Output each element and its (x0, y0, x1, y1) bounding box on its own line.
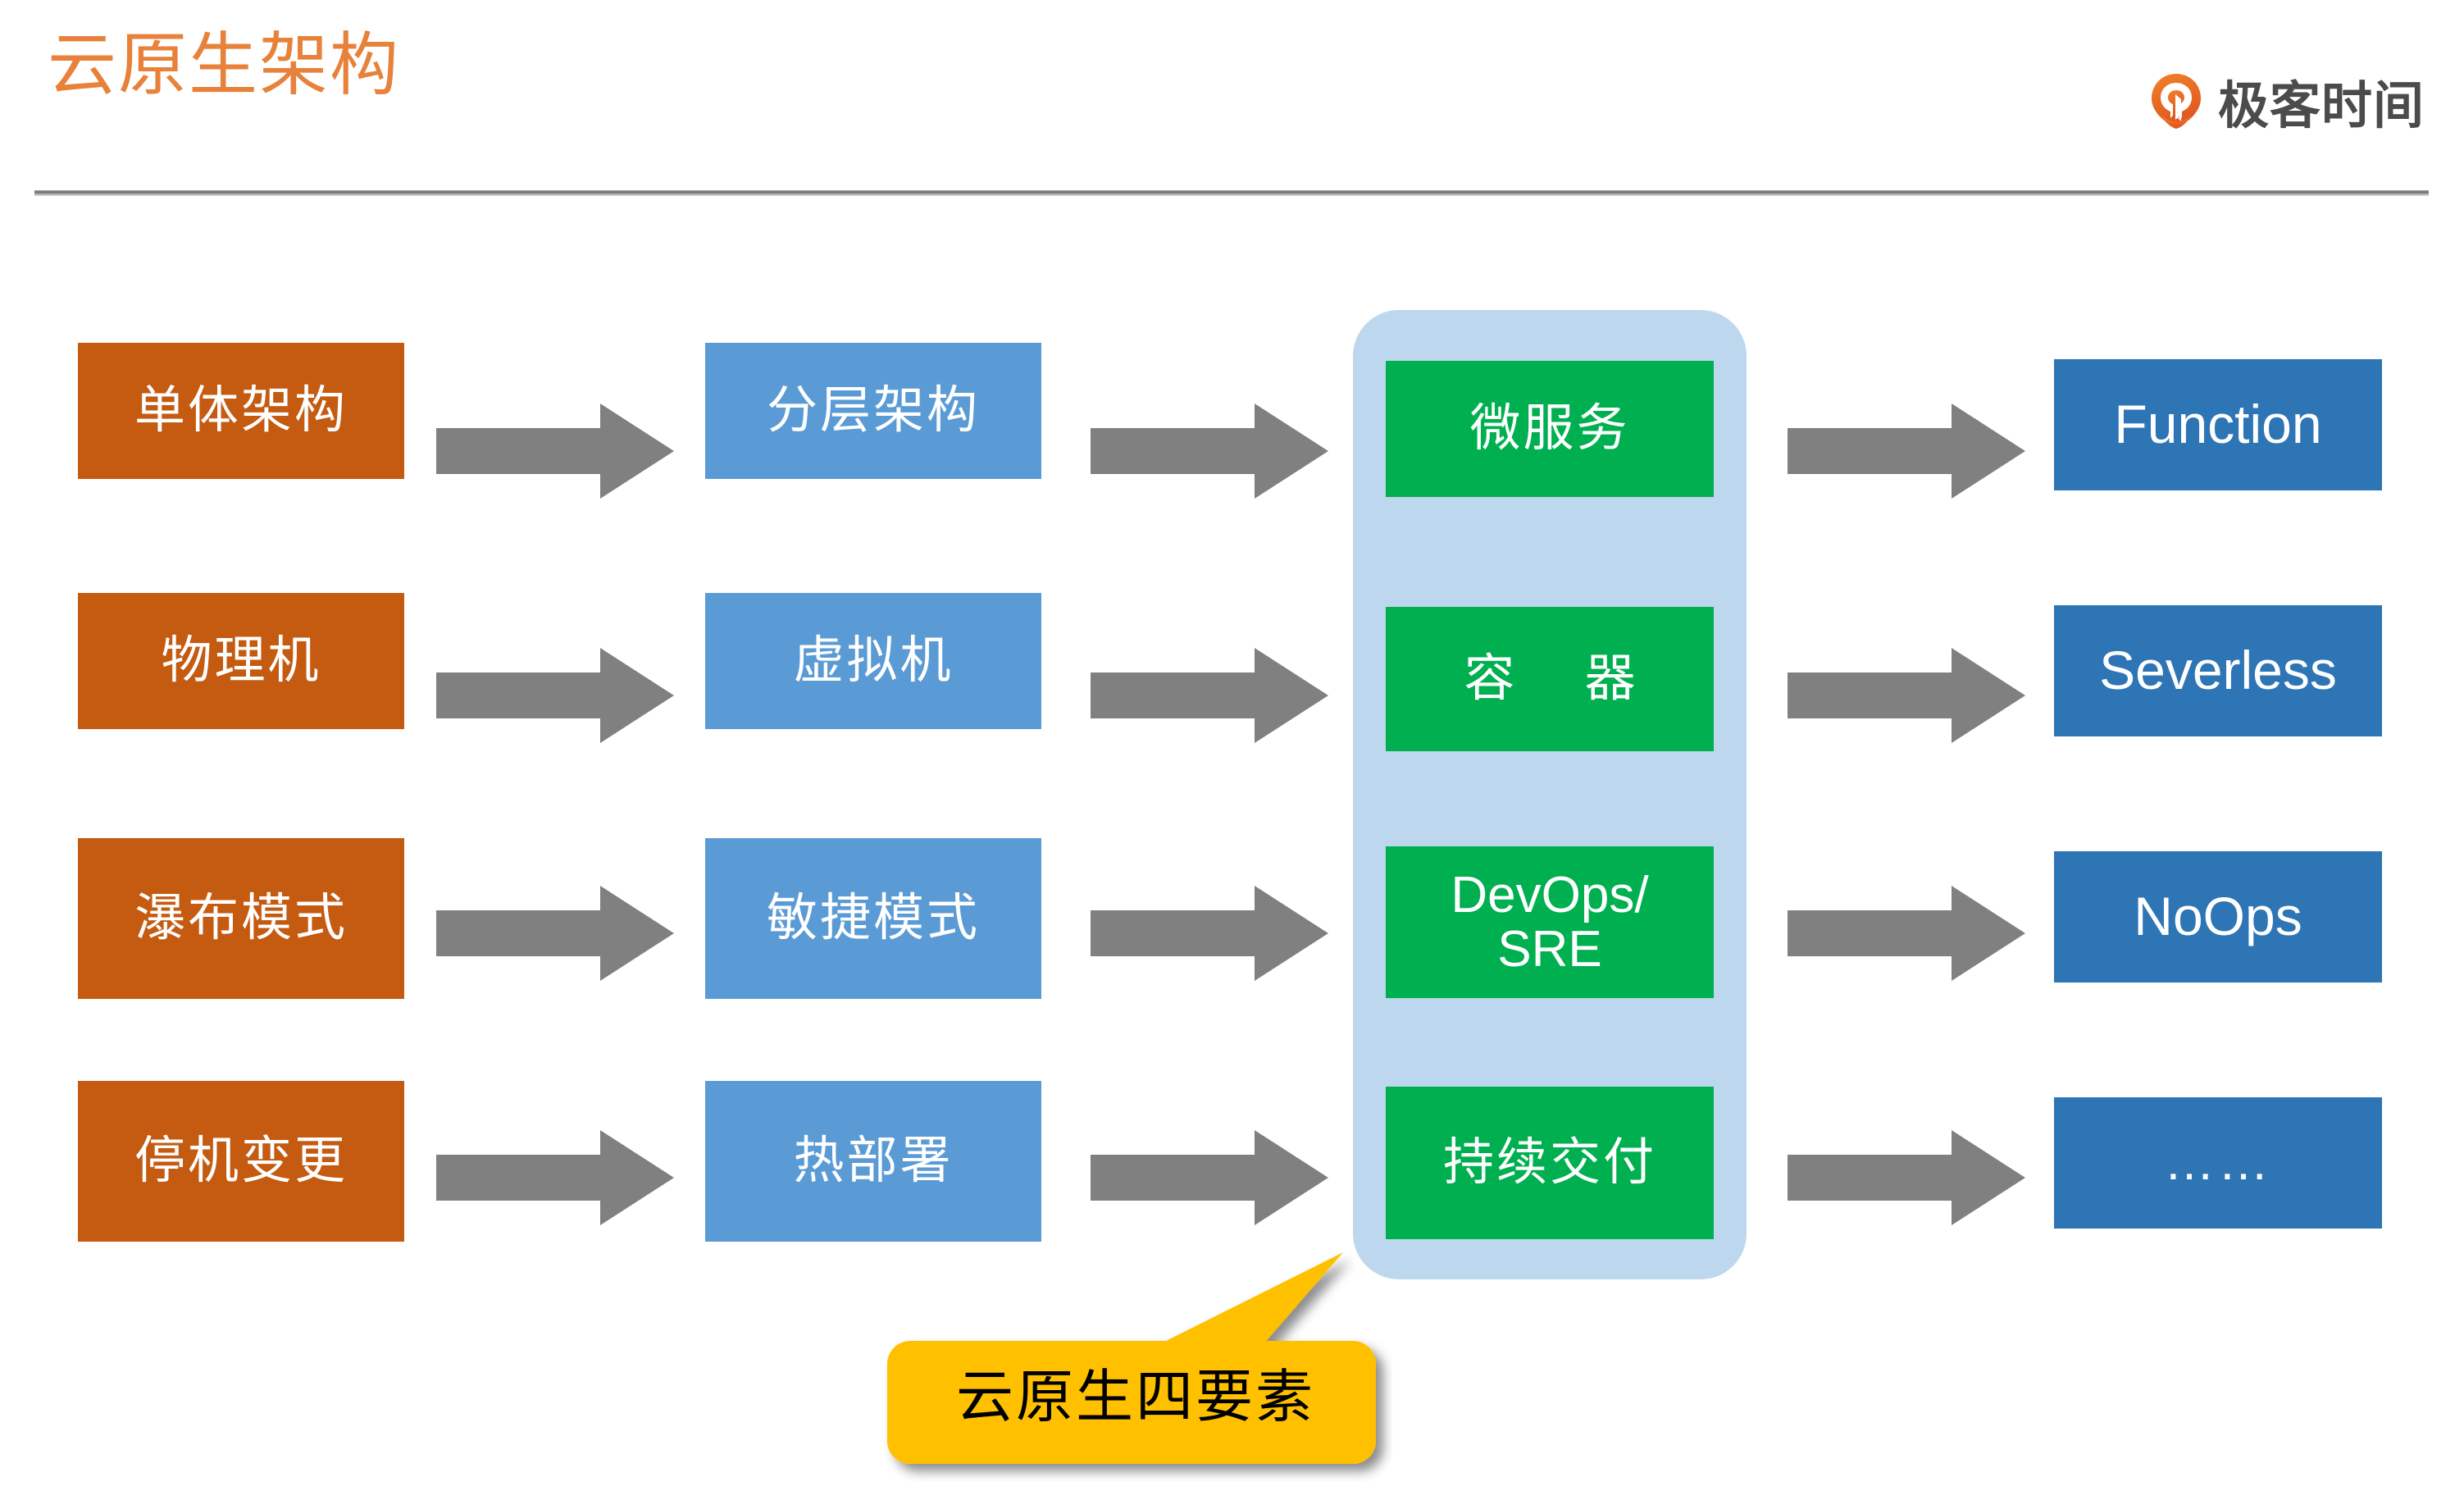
callout-bubble[interactable] (884, 1252, 1392, 1482)
node-monolith-r2[interactable]: 物理机 (78, 593, 404, 729)
right-block-arrow-icon (1788, 648, 2025, 743)
node-monolith-r3[interactable]: 瀑布模式 (78, 838, 404, 999)
node-monolith-r1[interactable]: 单体架构 (78, 343, 404, 479)
brand-name: 极客时间 (2217, 78, 2425, 134)
node-serverless-r1[interactable]: Function (2054, 359, 2382, 490)
right-block-arrow-icon (436, 403, 674, 499)
node-serverless-r3[interactable]: NoOps (2054, 851, 2382, 983)
node-cloudnative-r2[interactable]: 容 器 (1386, 607, 1714, 751)
geek-time-pin-icon (2147, 72, 2205, 130)
node-cloudnative-r4[interactable]: 持续交付 (1386, 1087, 1714, 1239)
node-serverless-r2[interactable]: Severless (2054, 605, 2382, 736)
right-block-arrow-icon (1788, 403, 2025, 499)
right-block-arrow-icon (1091, 648, 1328, 743)
node-serverless-r4[interactable]: …… (2054, 1097, 2382, 1229)
right-block-arrow-icon (436, 886, 674, 981)
right-block-arrow-icon (1788, 1130, 2025, 1225)
callout-label: 云原生四要素 (956, 1364, 1315, 1429)
right-block-arrow-icon (1091, 1130, 1328, 1225)
node-layered-r3[interactable]: 敏捷模式 (705, 838, 1041, 999)
node-layered-r1[interactable]: 分层架构 (705, 343, 1041, 479)
node-layered-r2[interactable]: 虚拟机 (705, 593, 1041, 729)
right-block-arrow-icon (436, 648, 674, 743)
node-cloudnative-r3[interactable]: DevOps/ SRE (1386, 846, 1714, 998)
right-block-arrow-icon (1091, 886, 1328, 981)
node-monolith-r4[interactable]: 停机变更 (78, 1081, 404, 1242)
node-cloudnative-r1[interactable]: 微服务 (1386, 361, 1714, 497)
node-layered-r4[interactable]: 热部署 (705, 1081, 1041, 1242)
right-block-arrow-icon (1091, 403, 1328, 499)
brand-logo: 极客时间 (2147, 64, 2425, 138)
page-title: 云原生架构 (48, 26, 401, 103)
right-block-arrow-icon (1788, 886, 2025, 981)
right-block-arrow-icon (436, 1130, 674, 1225)
header-divider (34, 190, 2429, 196)
